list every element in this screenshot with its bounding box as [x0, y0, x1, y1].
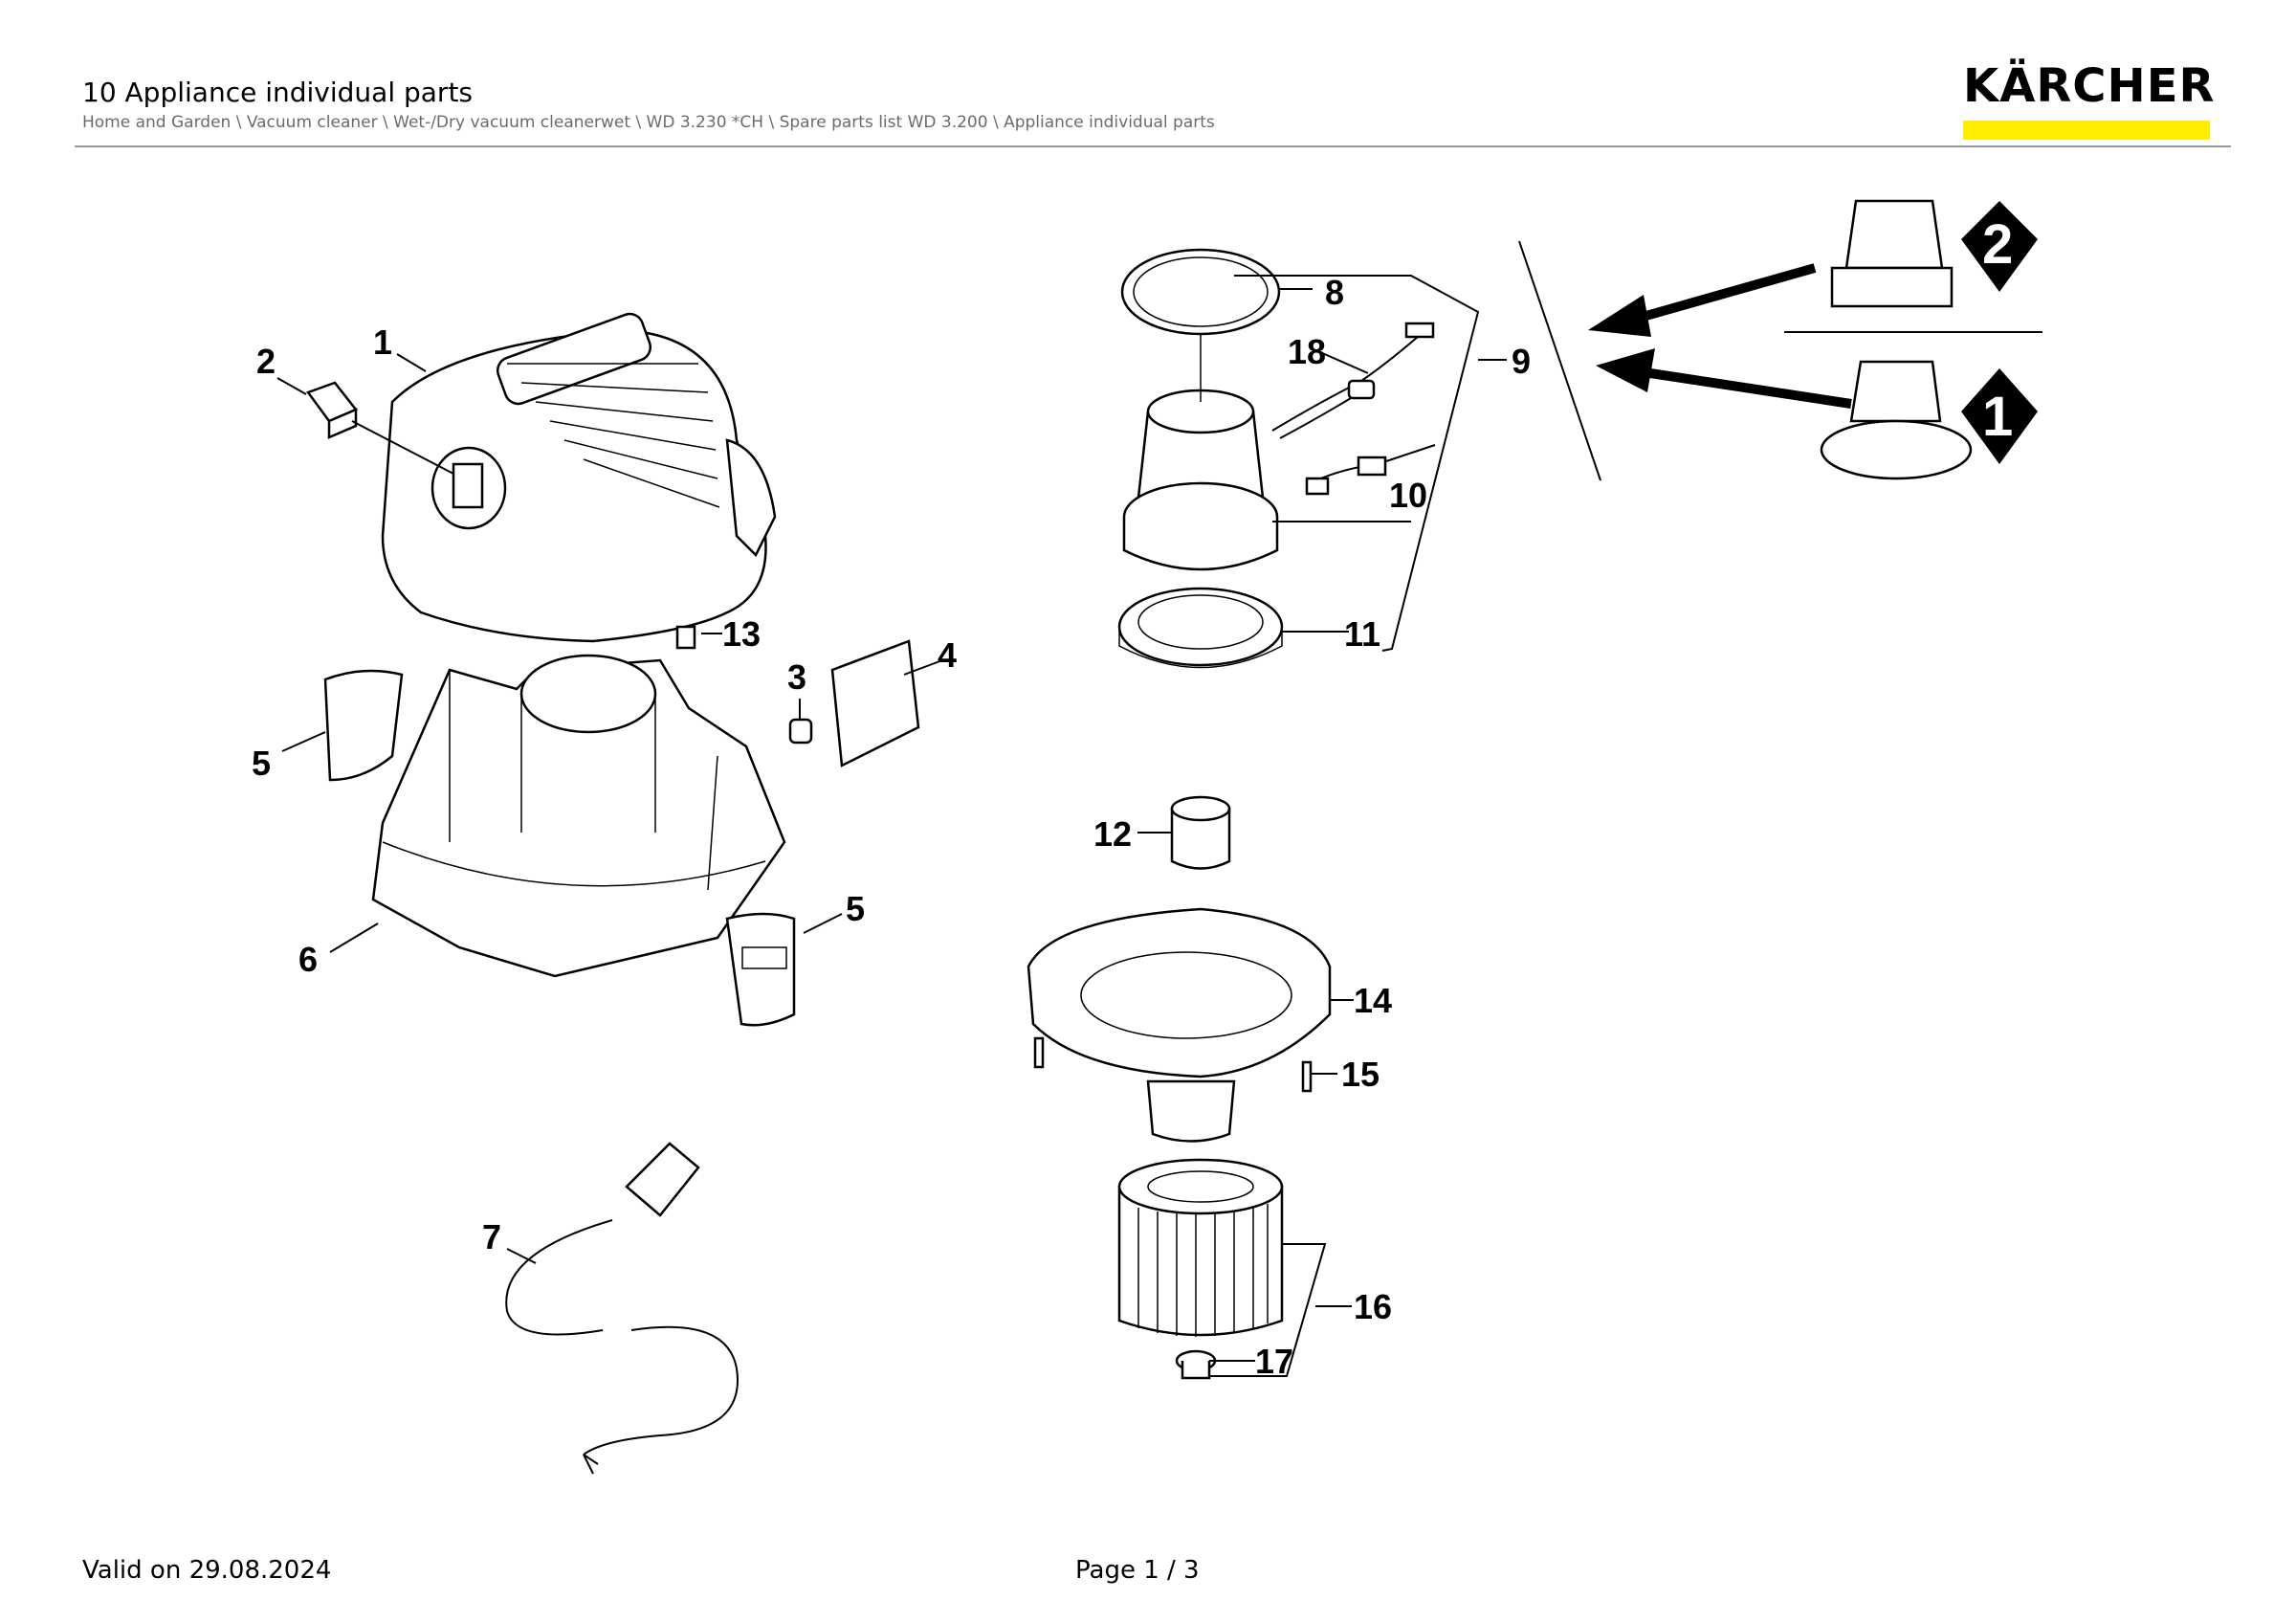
- arrow-variant-2: [1588, 263, 1817, 337]
- callout-1: 1: [373, 322, 392, 362]
- motor-variant-1[interactable]: [1820, 360, 1973, 480]
- breadcrumb: Home and Garden \ Vacuum cleaner \ Wet-/…: [82, 113, 1215, 132]
- part-13-clip[interactable]: [675, 625, 696, 650]
- variant-bracket-line: [1518, 240, 1601, 481]
- callout-8: 8: [1325, 273, 1344, 312]
- callout-6: 6: [298, 940, 318, 979]
- part-10-brushes[interactable]: [1305, 444, 1436, 496]
- part-15-pin-left: [1033, 1036, 1045, 1069]
- callout-17: 17: [1255, 1342, 1293, 1381]
- callout-10: 10: [1389, 476, 1427, 515]
- arrow-variant-1: [1596, 348, 1852, 409]
- part-16-filter[interactable]: [1117, 1158, 1284, 1337]
- footer-page-number: Page 1 / 3: [1075, 1556, 1200, 1585]
- part-15-pin[interactable]: [1301, 1060, 1313, 1093]
- callout-7: 7: [482, 1217, 501, 1256]
- brand-bar: [1963, 121, 2210, 140]
- part-3-spring[interactable]: [788, 718, 813, 745]
- part-9-motor[interactable]: [1122, 335, 1279, 571]
- part-5-latch-right[interactable]: [725, 912, 796, 1027]
- callout-9: 9: [1512, 342, 1531, 381]
- variant-badge-2: 2: [1961, 201, 2038, 292]
- part-11-fan-ring[interactable]: [1117, 587, 1284, 669]
- part-1-cover[interactable]: [381, 310, 777, 643]
- variant-badge-1: 1: [1961, 368, 2038, 464]
- callout-3: 3: [787, 657, 806, 697]
- callout-2: 2: [256, 342, 276, 381]
- part-8-seal-ring[interactable]: [1120, 248, 1281, 336]
- callout-15: 15: [1341, 1055, 1380, 1094]
- callout-14: 14: [1354, 981, 1392, 1020]
- svg-text:1: 1: [1982, 386, 2013, 448]
- callout-11: 11: [1344, 614, 1380, 654]
- page-title: 10 Appliance individual parts: [82, 77, 474, 108]
- brand-logo: KÄRCHER: [1963, 59, 2216, 140]
- part-18-cable[interactable]: [1271, 322, 1435, 439]
- part-12-sleeve[interactable]: [1170, 795, 1231, 870]
- brand-name: KÄRCHER: [1963, 59, 2216, 113]
- part-7-power-cord[interactable]: [505, 1142, 739, 1475]
- part-17-filter-nut[interactable]: [1175, 1349, 1217, 1380]
- callout-13: 13: [722, 614, 761, 654]
- part-2-switch[interactable]: [306, 381, 358, 439]
- svg-text:2: 2: [1982, 213, 2013, 276]
- part-6-base[interactable]: [371, 654, 786, 978]
- part-14-motor-base[interactable]: [1027, 907, 1332, 1143]
- part-5-latch-left[interactable]: [323, 669, 404, 782]
- callout-5-right: 5: [846, 889, 865, 928]
- footer-valid-date: Valid on 29.08.2024: [82, 1556, 332, 1585]
- leader-lines: [276, 275, 1507, 1377]
- callout-18: 18: [1288, 332, 1326, 371]
- part-4-plate[interactable]: [830, 639, 920, 767]
- callout-16: 16: [1354, 1287, 1392, 1326]
- motor-variant-2[interactable]: [1830, 199, 1954, 308]
- header-divider: [75, 145, 2231, 147]
- callout-5-left: 5: [252, 744, 271, 783]
- callout-4: 4: [938, 635, 957, 675]
- callout-12: 12: [1093, 814, 1132, 854]
